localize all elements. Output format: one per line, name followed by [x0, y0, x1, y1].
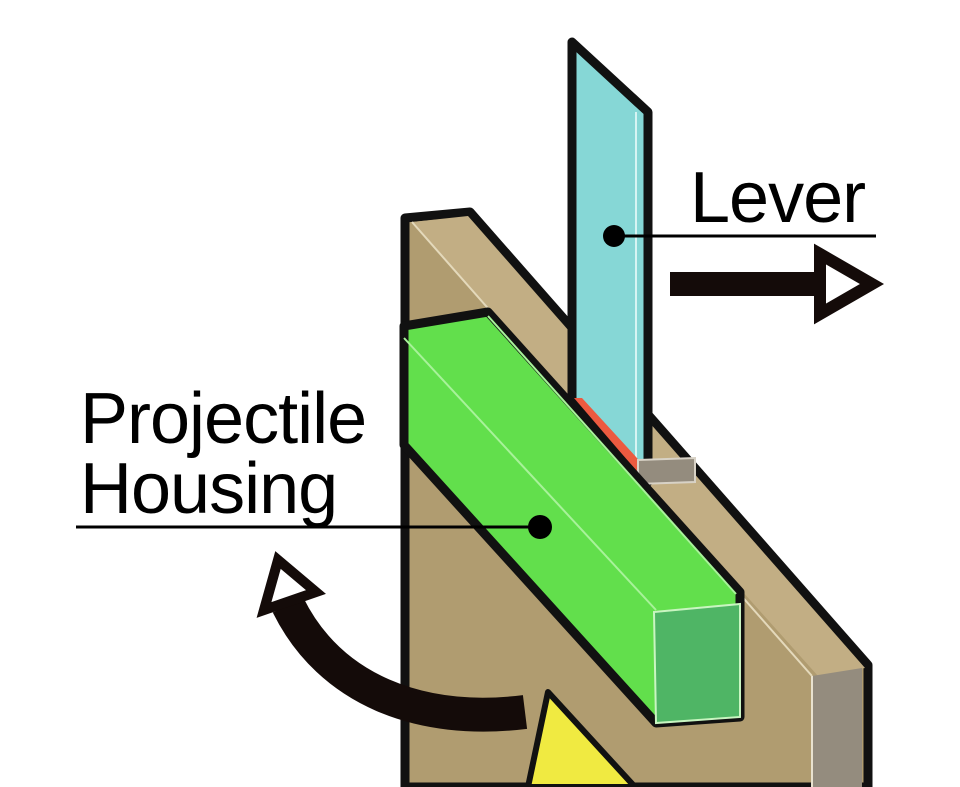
- housing-label-line1: Projectile: [80, 379, 366, 459]
- lever: [567, 37, 696, 487]
- projectile-housing: [399, 307, 745, 728]
- lever-pivot-block: [637, 456, 696, 486]
- lever-callout-dot: [603, 225, 625, 247]
- housing-end-cap: [652, 602, 741, 725]
- lever-label: Lever: [690, 158, 865, 238]
- lever-red-edge: [574, 398, 648, 482]
- lever-callout: Lever: [603, 158, 876, 247]
- lever-motion-arrow-icon: [670, 243, 885, 325]
- housing-label-line2: Housing: [80, 449, 337, 529]
- housing-callout: Projectile Housing: [76, 379, 552, 539]
- yellow-wedge: [525, 689, 638, 787]
- board-side-edge: [812, 668, 862, 787]
- rotation-arrow-icon: [256, 551, 528, 732]
- housing-callout-dot: [528, 515, 552, 539]
